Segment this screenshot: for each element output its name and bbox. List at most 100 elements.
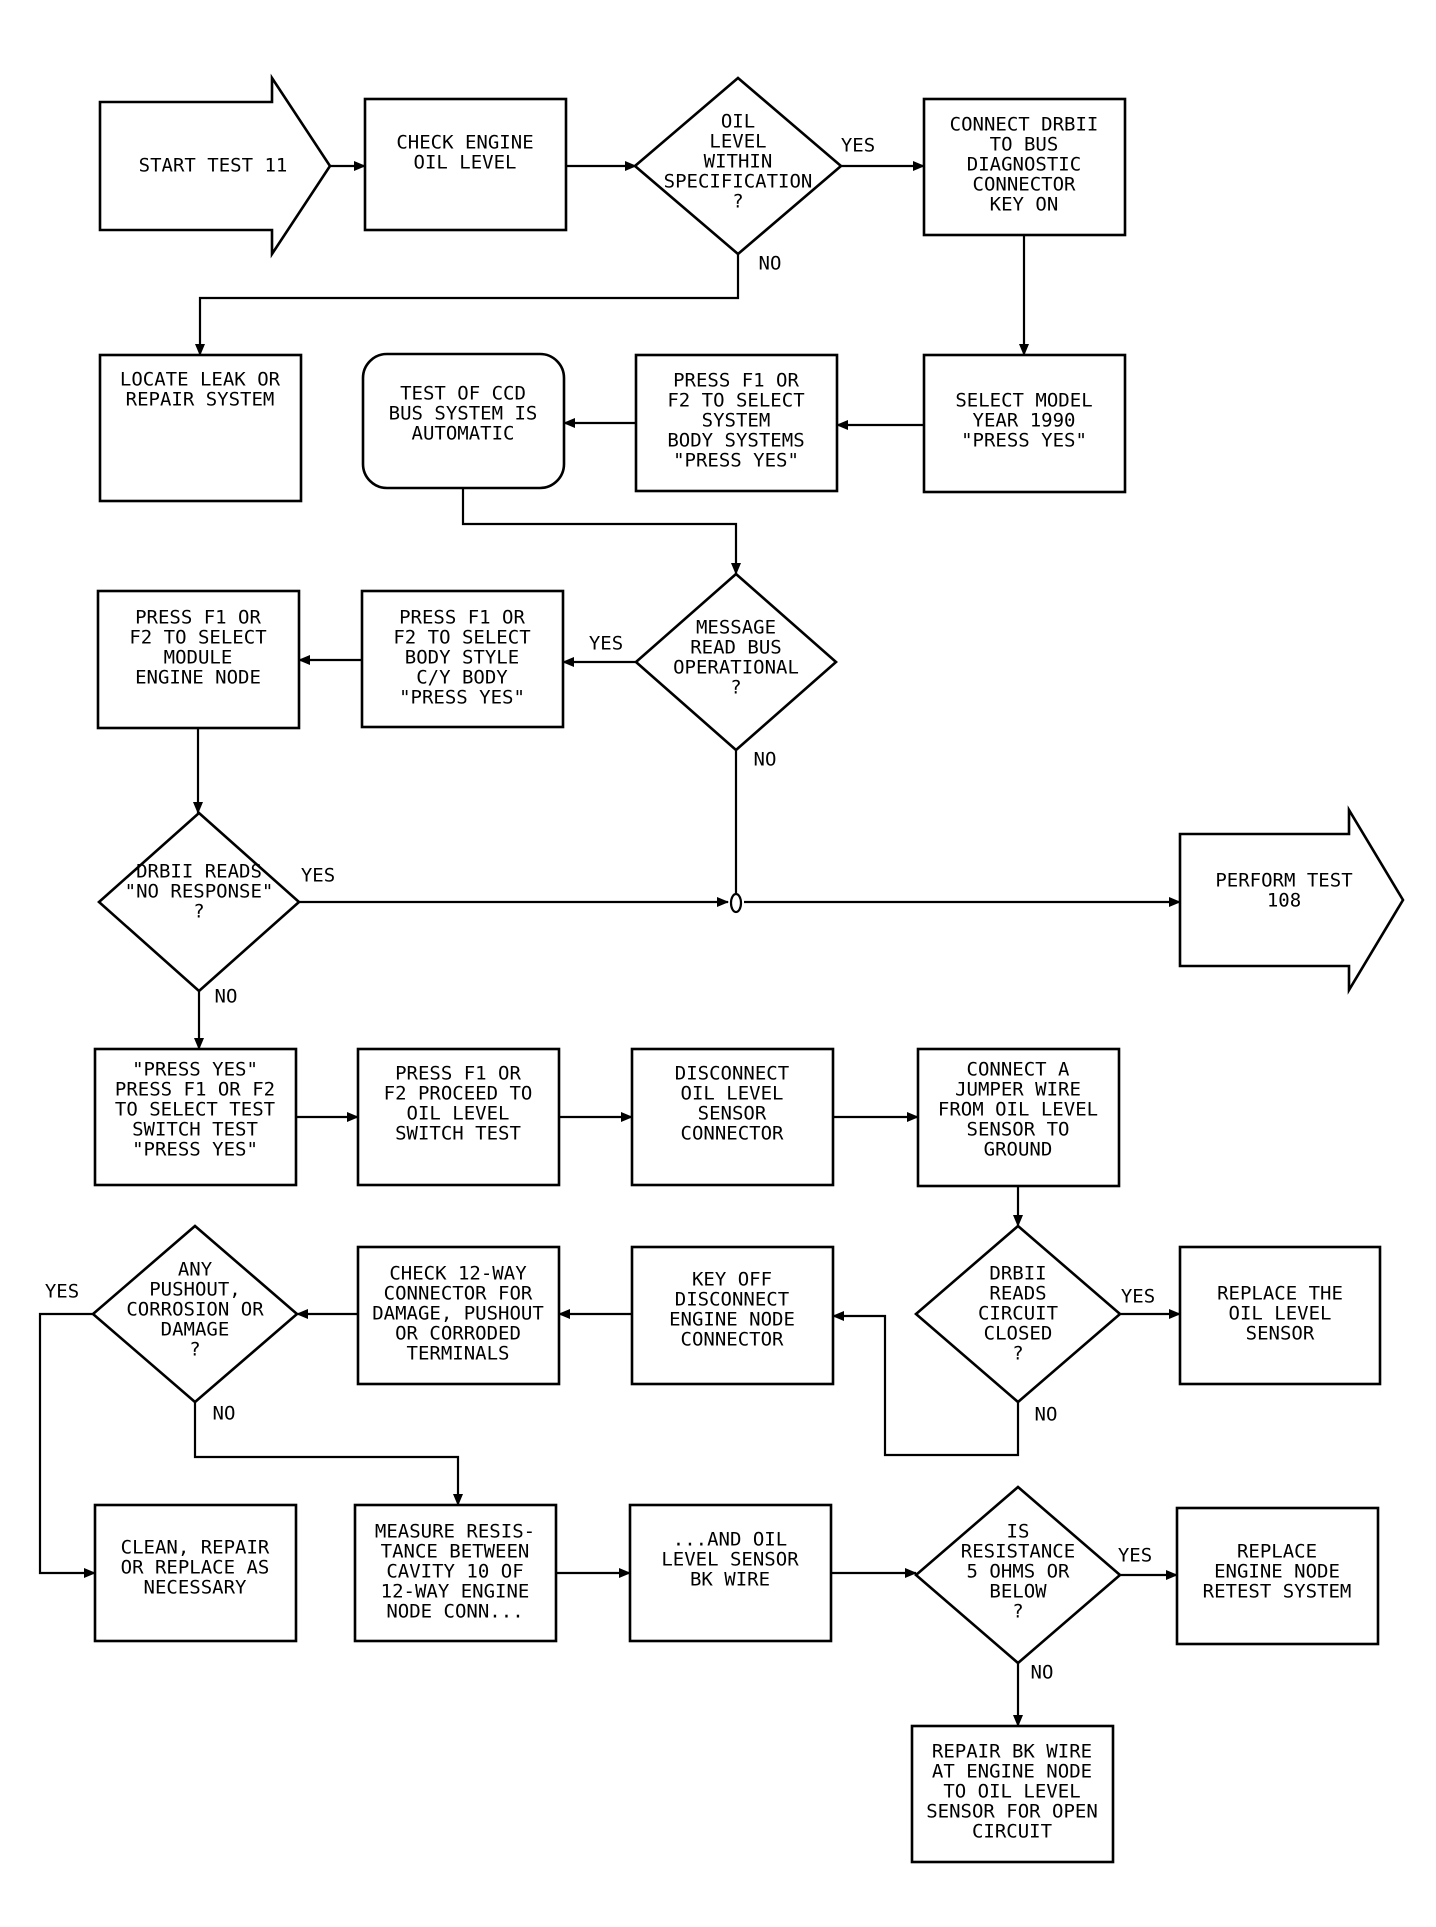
- node-text-line: CONNECT A: [967, 1059, 1071, 1081]
- node-text-line: CLEAN, REPAIR: [121, 1537, 270, 1559]
- process-box: [360, 589, 565, 729]
- node-text-line: ?: [189, 1339, 200, 1361]
- node-text-line: ?: [1012, 1343, 1023, 1365]
- node-text-line: TO SELECT TEST: [115, 1099, 275, 1121]
- node-text-line: CAVITY 10 OF: [386, 1561, 523, 1583]
- process-box: [353, 1503, 558, 1643]
- edge-label-yes: YES: [1118, 1545, 1152, 1567]
- node-text-line: DAMAGE: [161, 1319, 230, 1341]
- node-text-line: AT ENGINE NODE: [932, 1761, 1092, 1783]
- node-text-line: BK WIRE: [690, 1569, 770, 1591]
- node-text-line: CONNECTOR: [681, 1123, 785, 1145]
- node-text-line: JUMPER WIRE: [955, 1079, 1081, 1101]
- node-text-line: DISCONNECT: [675, 1289, 789, 1311]
- edge-label-no: NO: [759, 253, 782, 275]
- node-text-line: SENSOR FOR OPEN: [926, 1801, 1098, 1823]
- node-text-line: ANY: [178, 1259, 213, 1281]
- node-text-line: CONNECTOR FOR: [384, 1283, 533, 1305]
- node-text-line: READS: [989, 1283, 1046, 1305]
- node-text-line: PERFORM TEST: [1215, 870, 1352, 892]
- edge-label-yes: YES: [45, 1281, 79, 1303]
- node-text-line: F2 TO SELECT: [393, 627, 530, 649]
- process-box: [93, 1503, 298, 1643]
- node-text-line: FROM OIL LEVEL: [938, 1099, 1098, 1121]
- block-arrow-shape: [1178, 805, 1405, 995]
- node-text-line: PRESS F1 OR: [673, 370, 799, 392]
- node-text-line: ?: [1012, 1601, 1023, 1623]
- edge-label-no: NO: [1031, 1662, 1054, 1684]
- node-text-line: IS: [1007, 1521, 1030, 1543]
- node-text-line: SWITCH TEST: [395, 1123, 521, 1145]
- node-text-line: CONNECTOR: [973, 174, 1077, 196]
- node-text-line: ENGINE NODE: [669, 1309, 795, 1331]
- node-text-line: "PRESS YES": [399, 687, 525, 709]
- node-text-line: TO BUS: [990, 134, 1059, 156]
- node-text-line: PUSHOUT,: [149, 1279, 241, 1301]
- node-text-line: "PRESS YES": [132, 1139, 258, 1161]
- node-text-line: F2 TO SELECT: [667, 390, 804, 412]
- node-text-line: "PRESS YES": [673, 450, 799, 472]
- process-box: [93, 1047, 298, 1187]
- node-text-line: CONNECT DRBII: [950, 114, 1099, 136]
- node-start: START TEST 11: [98, 73, 332, 259]
- node-text-line: ENGINE NODE: [135, 667, 261, 689]
- node-text-line: DRBII: [989, 1263, 1046, 1285]
- block-arrow-shape: [98, 73, 332, 259]
- node-drb-no-response-q: DRBII READS"NO RESPONSE"?: [97, 811, 301, 993]
- node-text-line: PRESS F1 OR: [395, 1063, 521, 1085]
- node-text-line: SENSOR TO: [967, 1119, 1070, 1141]
- decision-diamond: [91, 1224, 299, 1404]
- connector-arrow: [832, 1311, 1020, 1457]
- node-text-line: PRESS F1 OR: [135, 607, 261, 629]
- node-text-line: PRESS F1 OR: [399, 607, 525, 629]
- junction-circle: [729, 892, 743, 914]
- process-box: [634, 353, 839, 493]
- node-text-line: BODY SYSTEMS: [667, 430, 804, 452]
- node-text-line: MODULE: [164, 647, 233, 669]
- node-text-line: LOCATE LEAK OR: [120, 369, 281, 391]
- node-text-line: LEVEL: [709, 131, 766, 153]
- node-text-line: SYSTEM: [702, 410, 771, 432]
- node-text-line: TERMINALS: [407, 1343, 510, 1365]
- node-text-line: GROUND: [984, 1139, 1053, 1161]
- node-text-line: BUS SYSTEM IS: [389, 403, 538, 425]
- connector-lines: [38, 161, 1181, 1727]
- process-box: [910, 1724, 1115, 1864]
- node-text-line: CLOSED: [984, 1323, 1053, 1345]
- node-text-line: OIL LEVEL: [407, 1103, 510, 1125]
- process-box: [356, 1245, 561, 1386]
- node-text-line: LEVEL SENSOR: [661, 1549, 799, 1571]
- node-text-line: CONNECTOR: [681, 1329, 785, 1351]
- node-text-line: SWITCH TEST: [132, 1119, 258, 1141]
- decision-diamond: [914, 1224, 1122, 1404]
- node-text-line: ?: [732, 191, 743, 213]
- node-text-line: TO OIL LEVEL: [943, 1781, 1080, 1803]
- node-text-line: DRBII READS: [136, 861, 262, 883]
- decision-diamond: [914, 1485, 1122, 1665]
- node-text-line: C/Y BODY: [416, 667, 508, 689]
- edge-label-no: NO: [754, 749, 777, 771]
- node-text-line: "PRESS YES": [961, 430, 1087, 452]
- node-text-line: F2 PROCEED TO: [384, 1083, 533, 1105]
- connector-arrow: [38, 1312, 96, 1578]
- node-text-line: ?: [193, 901, 204, 923]
- node-text-line: OIL LEVEL: [681, 1083, 784, 1105]
- node-text-line: CORROSION OR: [126, 1299, 264, 1321]
- node-text-line: CHECK 12-WAY: [389, 1263, 527, 1285]
- process-box: [916, 1047, 1121, 1188]
- node-text-line: KEY OFF: [692, 1269, 772, 1291]
